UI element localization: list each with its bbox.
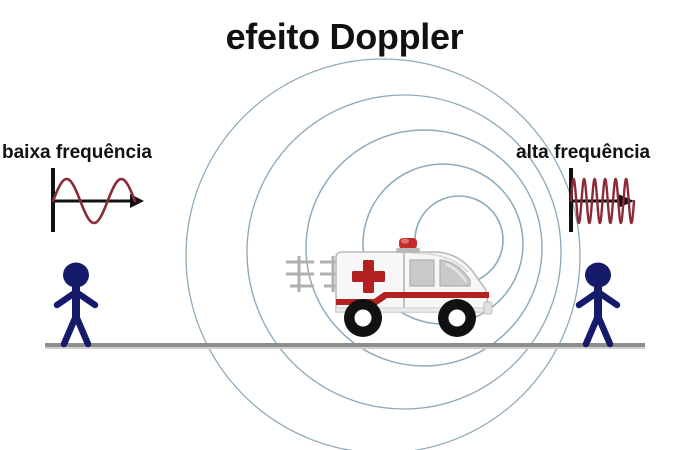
observer-leg-right	[72, 312, 92, 348]
observer-arm-left	[575, 288, 602, 309]
observer-arm-left	[53, 288, 80, 309]
sound-wave-circle	[246, 94, 562, 410]
low-frequency-label: baixa frequência	[2, 142, 152, 163]
observer-left	[53, 262, 99, 348]
ambulance	[335, 238, 493, 337]
high-frequency-label: alta frequência	[516, 142, 651, 163]
low-frequency-waveform	[51, 168, 144, 232]
ambulance-bumper	[483, 301, 493, 315]
observer-arm-right	[594, 288, 621, 309]
ambulance-roof-highlight	[411, 251, 469, 273]
siren-light-icon	[396, 238, 420, 253]
sound-wave-circle	[305, 129, 543, 367]
ground-line	[45, 343, 645, 349]
observer-leg-left	[582, 312, 602, 348]
observer-leg-left	[60, 312, 80, 348]
ambulance-wheel-front	[438, 299, 476, 337]
observer-arm-right	[72, 288, 99, 309]
page-title: efeito Doppler	[225, 16, 464, 57]
ambulance-red-stripe	[336, 292, 489, 305]
ambulance-wheel-rear	[344, 299, 382, 337]
high-frequency-waveform	[569, 168, 636, 232]
ambulance-window-rear	[409, 259, 435, 287]
observer-head	[63, 262, 89, 288]
ambulance-window-glint	[445, 262, 468, 283]
observer-leg-right	[594, 312, 614, 348]
observer-right	[575, 262, 621, 348]
sound-wave-circle	[185, 58, 581, 450]
observer-head	[585, 262, 611, 288]
ambulance-window-front	[439, 259, 471, 287]
red-cross-icon	[352, 260, 385, 293]
